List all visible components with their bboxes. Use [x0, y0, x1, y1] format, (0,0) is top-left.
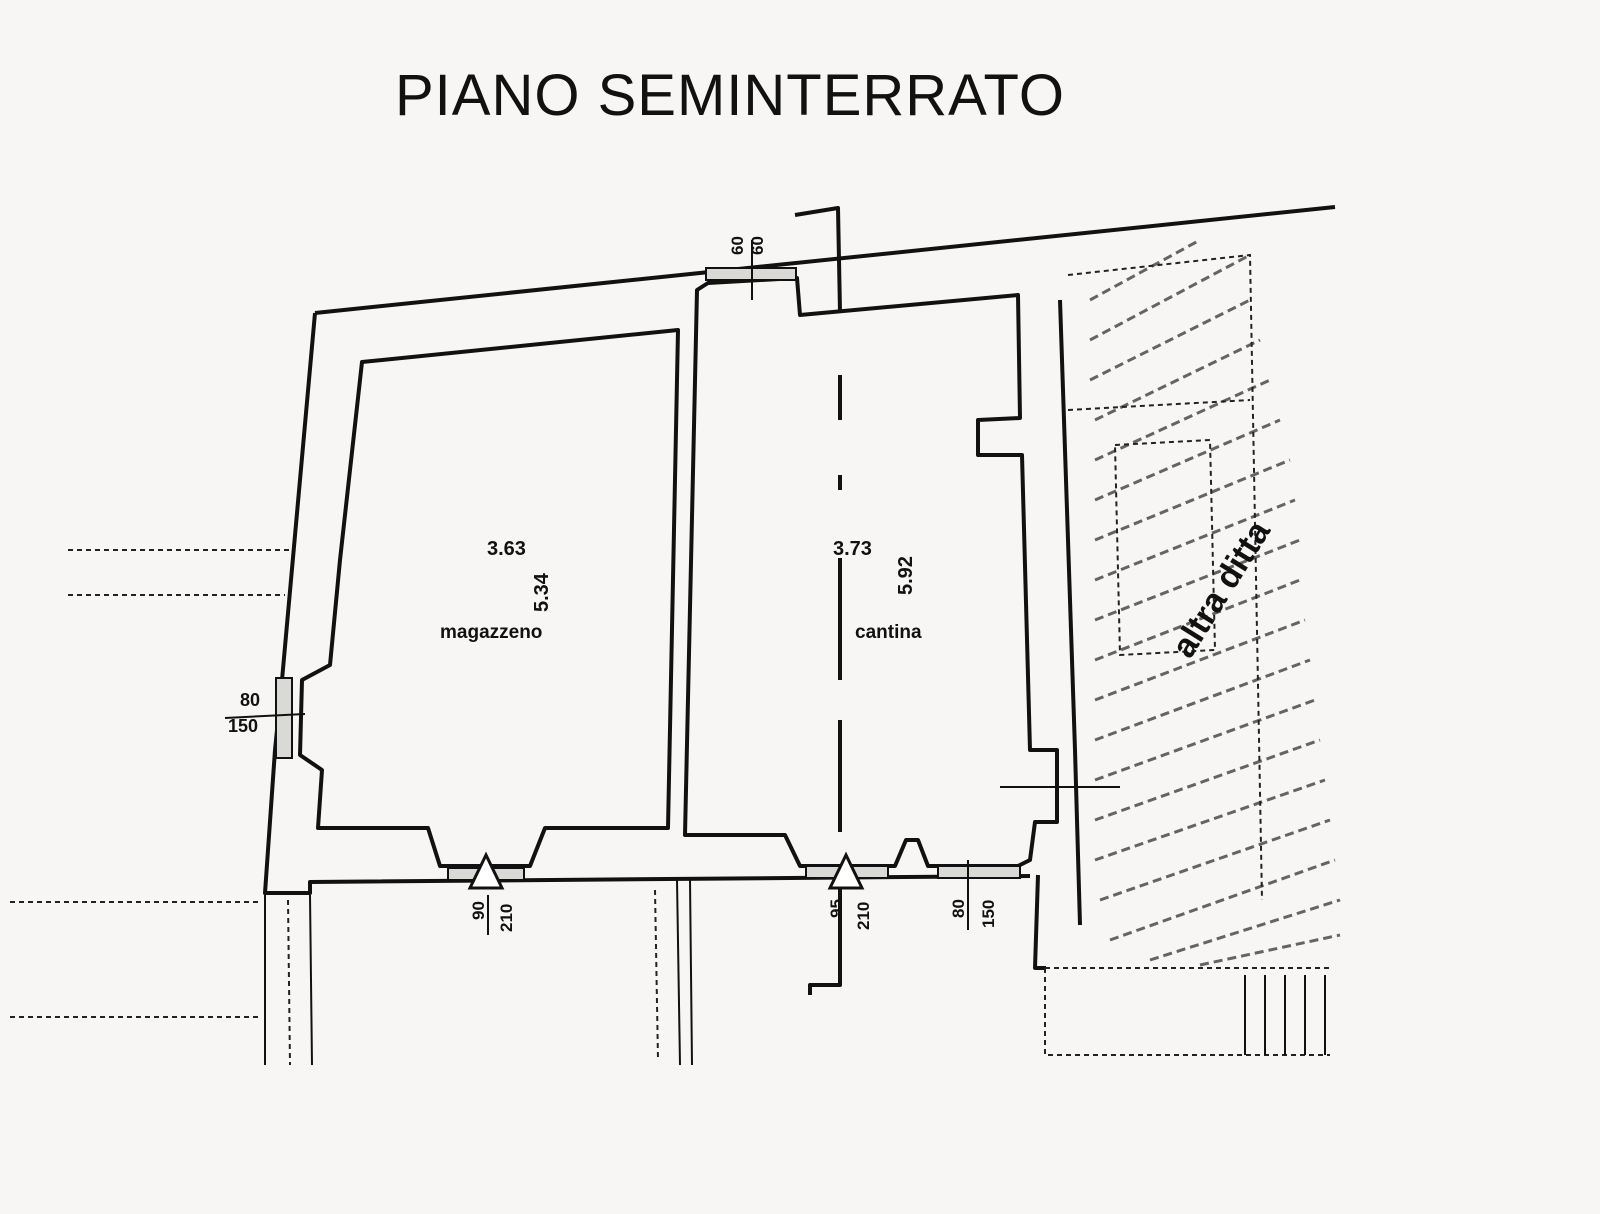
entrance-arrow-icon	[827, 851, 865, 890]
door-cantina-width: 95	[827, 899, 846, 918]
window-cantina	[937, 865, 1021, 879]
door-cantina-height: 210	[854, 902, 873, 930]
left-window-width: 80	[240, 690, 260, 710]
magazzeno-length: 5.34	[531, 572, 553, 612]
door-magazzeno-width: 90	[469, 901, 488, 920]
outer-wall-right	[1033, 299, 1082, 970]
entrance-arrow-icon	[467, 851, 505, 890]
top-window-height: 60	[748, 236, 767, 255]
cantina-length: 5.92	[895, 556, 917, 595]
magazzeno-label: magazzeno	[440, 622, 542, 643]
outer-wall-top	[314, 205, 1336, 315]
section-line	[794, 206, 842, 995]
window-cantina-width: 80	[949, 899, 968, 918]
magazzeno-width: 3.63	[487, 538, 526, 560]
window-cantina-height: 150	[979, 900, 998, 928]
left-window	[275, 677, 293, 759]
room-cantina-walls	[683, 276, 1059, 868]
door-magazzeno-height: 210	[497, 904, 516, 932]
neighbor-label: altra ditta	[1165, 513, 1279, 664]
room-magazzeno-walls	[298, 328, 680, 868]
cantina-label: cantina	[855, 622, 922, 643]
plan-title: PIANO SEMINTERRATO	[395, 63, 1066, 128]
outer-wall-left	[263, 312, 1031, 895]
cantina-width: 3.73	[833, 538, 872, 560]
neighbor-hatched-area	[1067, 238, 1341, 967]
left-window-height: 150	[228, 716, 258, 736]
top-window-width: 60	[728, 236, 747, 255]
